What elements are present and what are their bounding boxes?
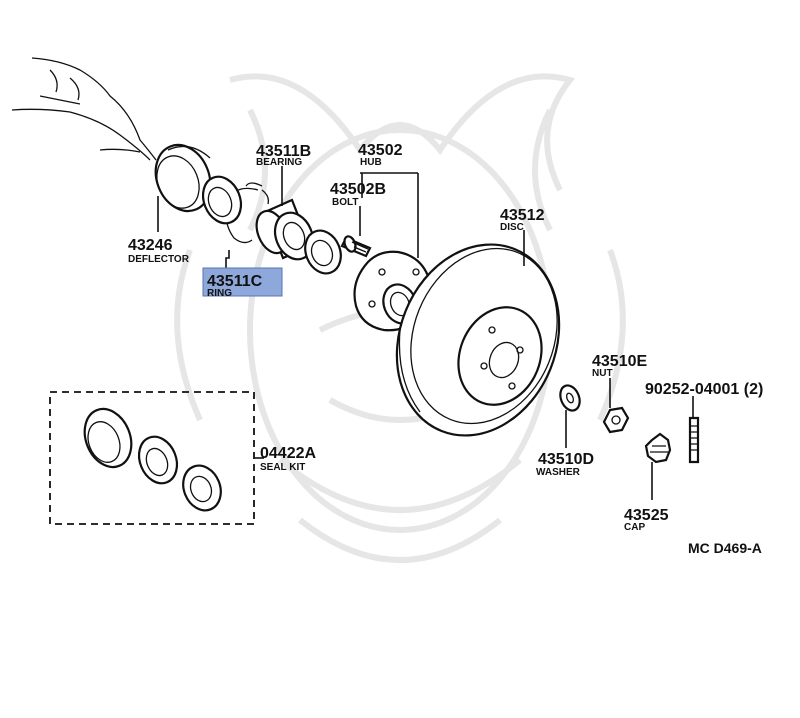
outer-seal-part[interactable] [299,225,347,279]
ring-label-highlight [202,267,283,297]
washer-part[interactable] [557,383,583,414]
deflector-part-name: DEFLECTOR [128,254,190,265]
cap-part-number[interactable]: 43525 [624,507,669,524]
ring-part-number[interactable]: 43511C [207,273,263,290]
cap-part[interactable] [644,432,672,464]
bearing-part-number[interactable]: 43511B [256,143,311,160]
nut-part-name: NUT [592,368,613,379]
washer-part-name: WASHER [536,467,581,478]
bolt-part-number[interactable]: 43502B [330,181,386,198]
pointing-hand-icon [11,57,157,161]
seal-kit-part-number[interactable]: 04422A [260,445,316,462]
bolt-part[interactable] [340,235,372,258]
nut-part-number[interactable]: 43510E [592,353,647,370]
disc-part[interactable] [369,220,587,460]
stud-bolt-part-number[interactable]: 90252-04001 (2) [645,381,763,398]
inner-seal-part[interactable] [196,171,247,229]
seal-kit-part-name: SEAL KIT [260,462,305,473]
washer-part-number[interactable]: 43510D [538,451,594,468]
disc-part-name: DISC [500,222,524,233]
bearing-part-name: BEARING [256,157,302,168]
leader-lines [157,166,694,500]
nut-part[interactable] [602,406,630,434]
stud-bolt-part[interactable] [688,416,700,464]
ring-part-name: RING [207,288,232,299]
hub-part-name: HUB [360,157,382,168]
diagram-code: MC D469-A [688,540,762,556]
cap-part-name: CAP [624,522,645,533]
bolt-part-name: BOLT [332,197,358,208]
seal-kit-box[interactable] [49,391,255,525]
hub-part-number[interactable]: 43502 [358,142,403,159]
deflector-part-number[interactable]: 43246 [128,237,173,254]
disc-part-number[interactable]: 43512 [500,207,545,224]
deflector-part[interactable] [146,137,220,220]
